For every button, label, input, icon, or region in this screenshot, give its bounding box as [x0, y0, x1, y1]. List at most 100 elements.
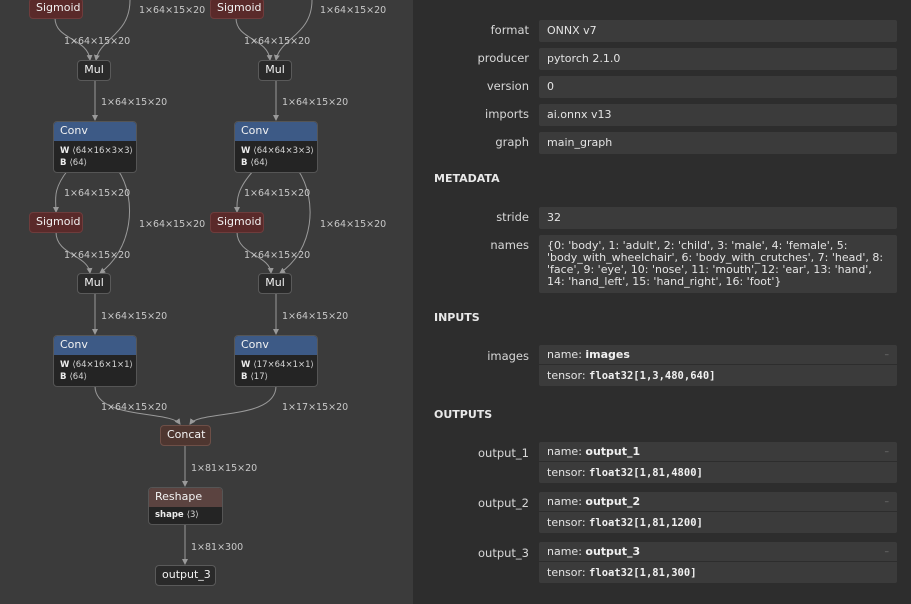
concat-node[interactable]: Concat	[160, 425, 211, 446]
io-box[interactable]: name: images– tensor: float32[1,3,480,64…	[539, 345, 897, 386]
conv-weight-attr: W⟨64×16×3×3⟩	[60, 146, 133, 156]
io-box[interactable]: name: output_1– tensor: float32[1,81,480…	[539, 442, 897, 483]
node-op-label: Conv	[54, 336, 136, 355]
node-op-label: Mul	[265, 276, 285, 289]
node-op-label: Conv	[54, 122, 136, 141]
edge-label: 1×64×15×20	[139, 219, 205, 230]
property-label: names	[490, 238, 529, 252]
io-label: output_3	[478, 546, 529, 560]
io-tensor: tensor: float32[1,81,1200]	[547, 516, 703, 529]
node-op-label: Sigmoid	[217, 1, 262, 14]
property-label: version	[486, 79, 529, 93]
property-value[interactable]: 32	[539, 207, 897, 229]
mul-node[interactable]: Mul	[258, 60, 292, 81]
node-op-label: Conv	[235, 336, 317, 355]
edge	[236, 231, 274, 274]
io-tensor: tensor: float32[1,81,300]	[547, 566, 697, 579]
edge	[273, 0, 313, 61]
mul-node[interactable]: Mul	[77, 273, 111, 294]
conv-bias-attr: B⟨64⟩	[60, 372, 87, 382]
sigmoid-node[interactable]: Sigmoid	[210, 212, 264, 233]
edge	[235, 17, 273, 61]
property-value[interactable]: main_graph	[539, 132, 897, 154]
expand-icon[interactable]: –	[884, 447, 890, 457]
node-op-label: Sigmoid	[217, 215, 262, 228]
io-name: name: output_2–	[539, 492, 897, 512]
node-op-label: Mul	[265, 63, 285, 76]
model-properties-panel: format ONNX v7 producer pytorch 2.1.0 ve…	[413, 0, 911, 604]
conv-node[interactable]: Conv W⟨64×64×3×3⟩ B⟨64⟩	[234, 121, 318, 173]
property-label: producer	[477, 51, 529, 65]
expand-icon[interactable]: –	[884, 547, 890, 557]
property-label: stride	[496, 210, 529, 224]
node-op-label: Concat	[167, 428, 206, 441]
io-label: output_1	[478, 446, 529, 460]
property-label: imports	[485, 107, 529, 121]
io-box[interactable]: name: output_3– tensor: float32[1,81,300…	[539, 542, 897, 583]
edge-label: 1×64×15×20	[64, 250, 130, 261]
node-op-label: Sigmoid	[36, 215, 81, 228]
output-node[interactable]: output_3	[155, 565, 216, 586]
edge-label: 1×64×15×20	[64, 188, 130, 199]
outputs-heading: OUTPUTS	[434, 408, 493, 421]
property-label: format	[490, 23, 529, 37]
edge	[93, 0, 131, 61]
io-name: name: output_3–	[539, 542, 897, 562]
conv-bias-attr: B⟨64⟩	[241, 158, 268, 168]
node-op-label: Mul	[84, 276, 104, 289]
edge	[52, 169, 69, 213]
edge-label: 1×64×15×20	[282, 97, 348, 108]
io-label: output_2	[478, 496, 529, 510]
property-value[interactable]: {0: 'body', 1: 'adult', 2: 'child', 3: '…	[539, 235, 897, 293]
mul-node[interactable]: Mul	[258, 273, 292, 294]
conv-weight-attr: W⟨17×64×1×1⟩	[241, 360, 314, 370]
edge	[99, 169, 130, 274]
conv-node[interactable]: Conv W⟨64×16×3×3⟩ B⟨64⟩	[53, 121, 137, 173]
edge-label: 1×64×15×20	[244, 250, 310, 261]
node-op-label: Mul	[84, 63, 104, 76]
edge	[55, 231, 93, 274]
edge	[233, 169, 255, 213]
edge-label: 1×81×15×20	[191, 463, 257, 474]
graph-canvas[interactable]: 1×64×15×20 1×64×15×20 1×64×15×20 1×64×15…	[0, 0, 413, 604]
edge-label: 1×64×15×20	[101, 97, 167, 108]
property-label: graph	[495, 135, 529, 149]
reshape-node[interactable]: Reshape shape⟨3⟩	[148, 487, 223, 525]
conv-bias-attr: B⟨64⟩	[60, 158, 87, 168]
edge-label: 1×64×15×20	[139, 5, 205, 16]
edge	[279, 169, 311, 274]
edge	[189, 385, 277, 425]
property-value[interactable]: 0	[539, 76, 897, 98]
io-tensor: tensor: float32[1,81,4800]	[547, 466, 703, 479]
sigmoid-node[interactable]: Sigmoid	[210, 0, 264, 19]
property-value[interactable]: ai.onnx v13	[539, 104, 897, 126]
io-box[interactable]: name: output_2– tensor: float32[1,81,120…	[539, 492, 897, 533]
mul-node[interactable]: Mul	[77, 60, 111, 81]
property-value[interactable]: ONNX v7	[539, 20, 897, 42]
edge-label: 1×64×15×20	[101, 402, 167, 413]
edge-label: 1×64×15×20	[101, 311, 167, 322]
property-value[interactable]: pytorch 2.1.0	[539, 48, 897, 70]
sigmoid-node[interactable]: Sigmoid	[29, 212, 83, 233]
io-name: name: images–	[539, 345, 897, 365]
edge-label: 1×64×15×20	[320, 219, 386, 230]
reshape-shape-attr: shape⟨3⟩	[155, 510, 199, 520]
expand-icon[interactable]: –	[884, 350, 890, 360]
io-tensor: tensor: float32[1,3,480,640]	[547, 369, 716, 382]
sigmoid-node[interactable]: Sigmoid	[29, 0, 83, 19]
edge	[54, 17, 93, 61]
edge-label: 1×64×15×20	[244, 188, 310, 199]
conv-node[interactable]: Conv W⟨17×64×1×1⟩ B⟨17⟩	[234, 335, 318, 387]
graph-edges: 1×64×15×20 1×64×15×20 1×64×15×20 1×64×15…	[52, 0, 386, 565]
inputs-heading: INPUTS	[434, 311, 480, 324]
conv-node[interactable]: Conv W⟨64×16×1×1⟩ B⟨64⟩	[53, 335, 137, 387]
metadata-heading: METADATA	[434, 172, 500, 185]
conv-weight-attr: W⟨64×64×3×3⟩	[241, 146, 314, 156]
node-op-label: output_3	[162, 568, 211, 581]
expand-icon[interactable]: –	[884, 497, 890, 507]
edge-label: 1×64×15×20	[282, 311, 348, 322]
node-op-label: Reshape	[149, 488, 222, 507]
edge-label: 1×81×300	[191, 542, 243, 553]
node-op-label: Conv	[235, 122, 317, 141]
conv-bias-attr: B⟨17⟩	[241, 372, 268, 382]
